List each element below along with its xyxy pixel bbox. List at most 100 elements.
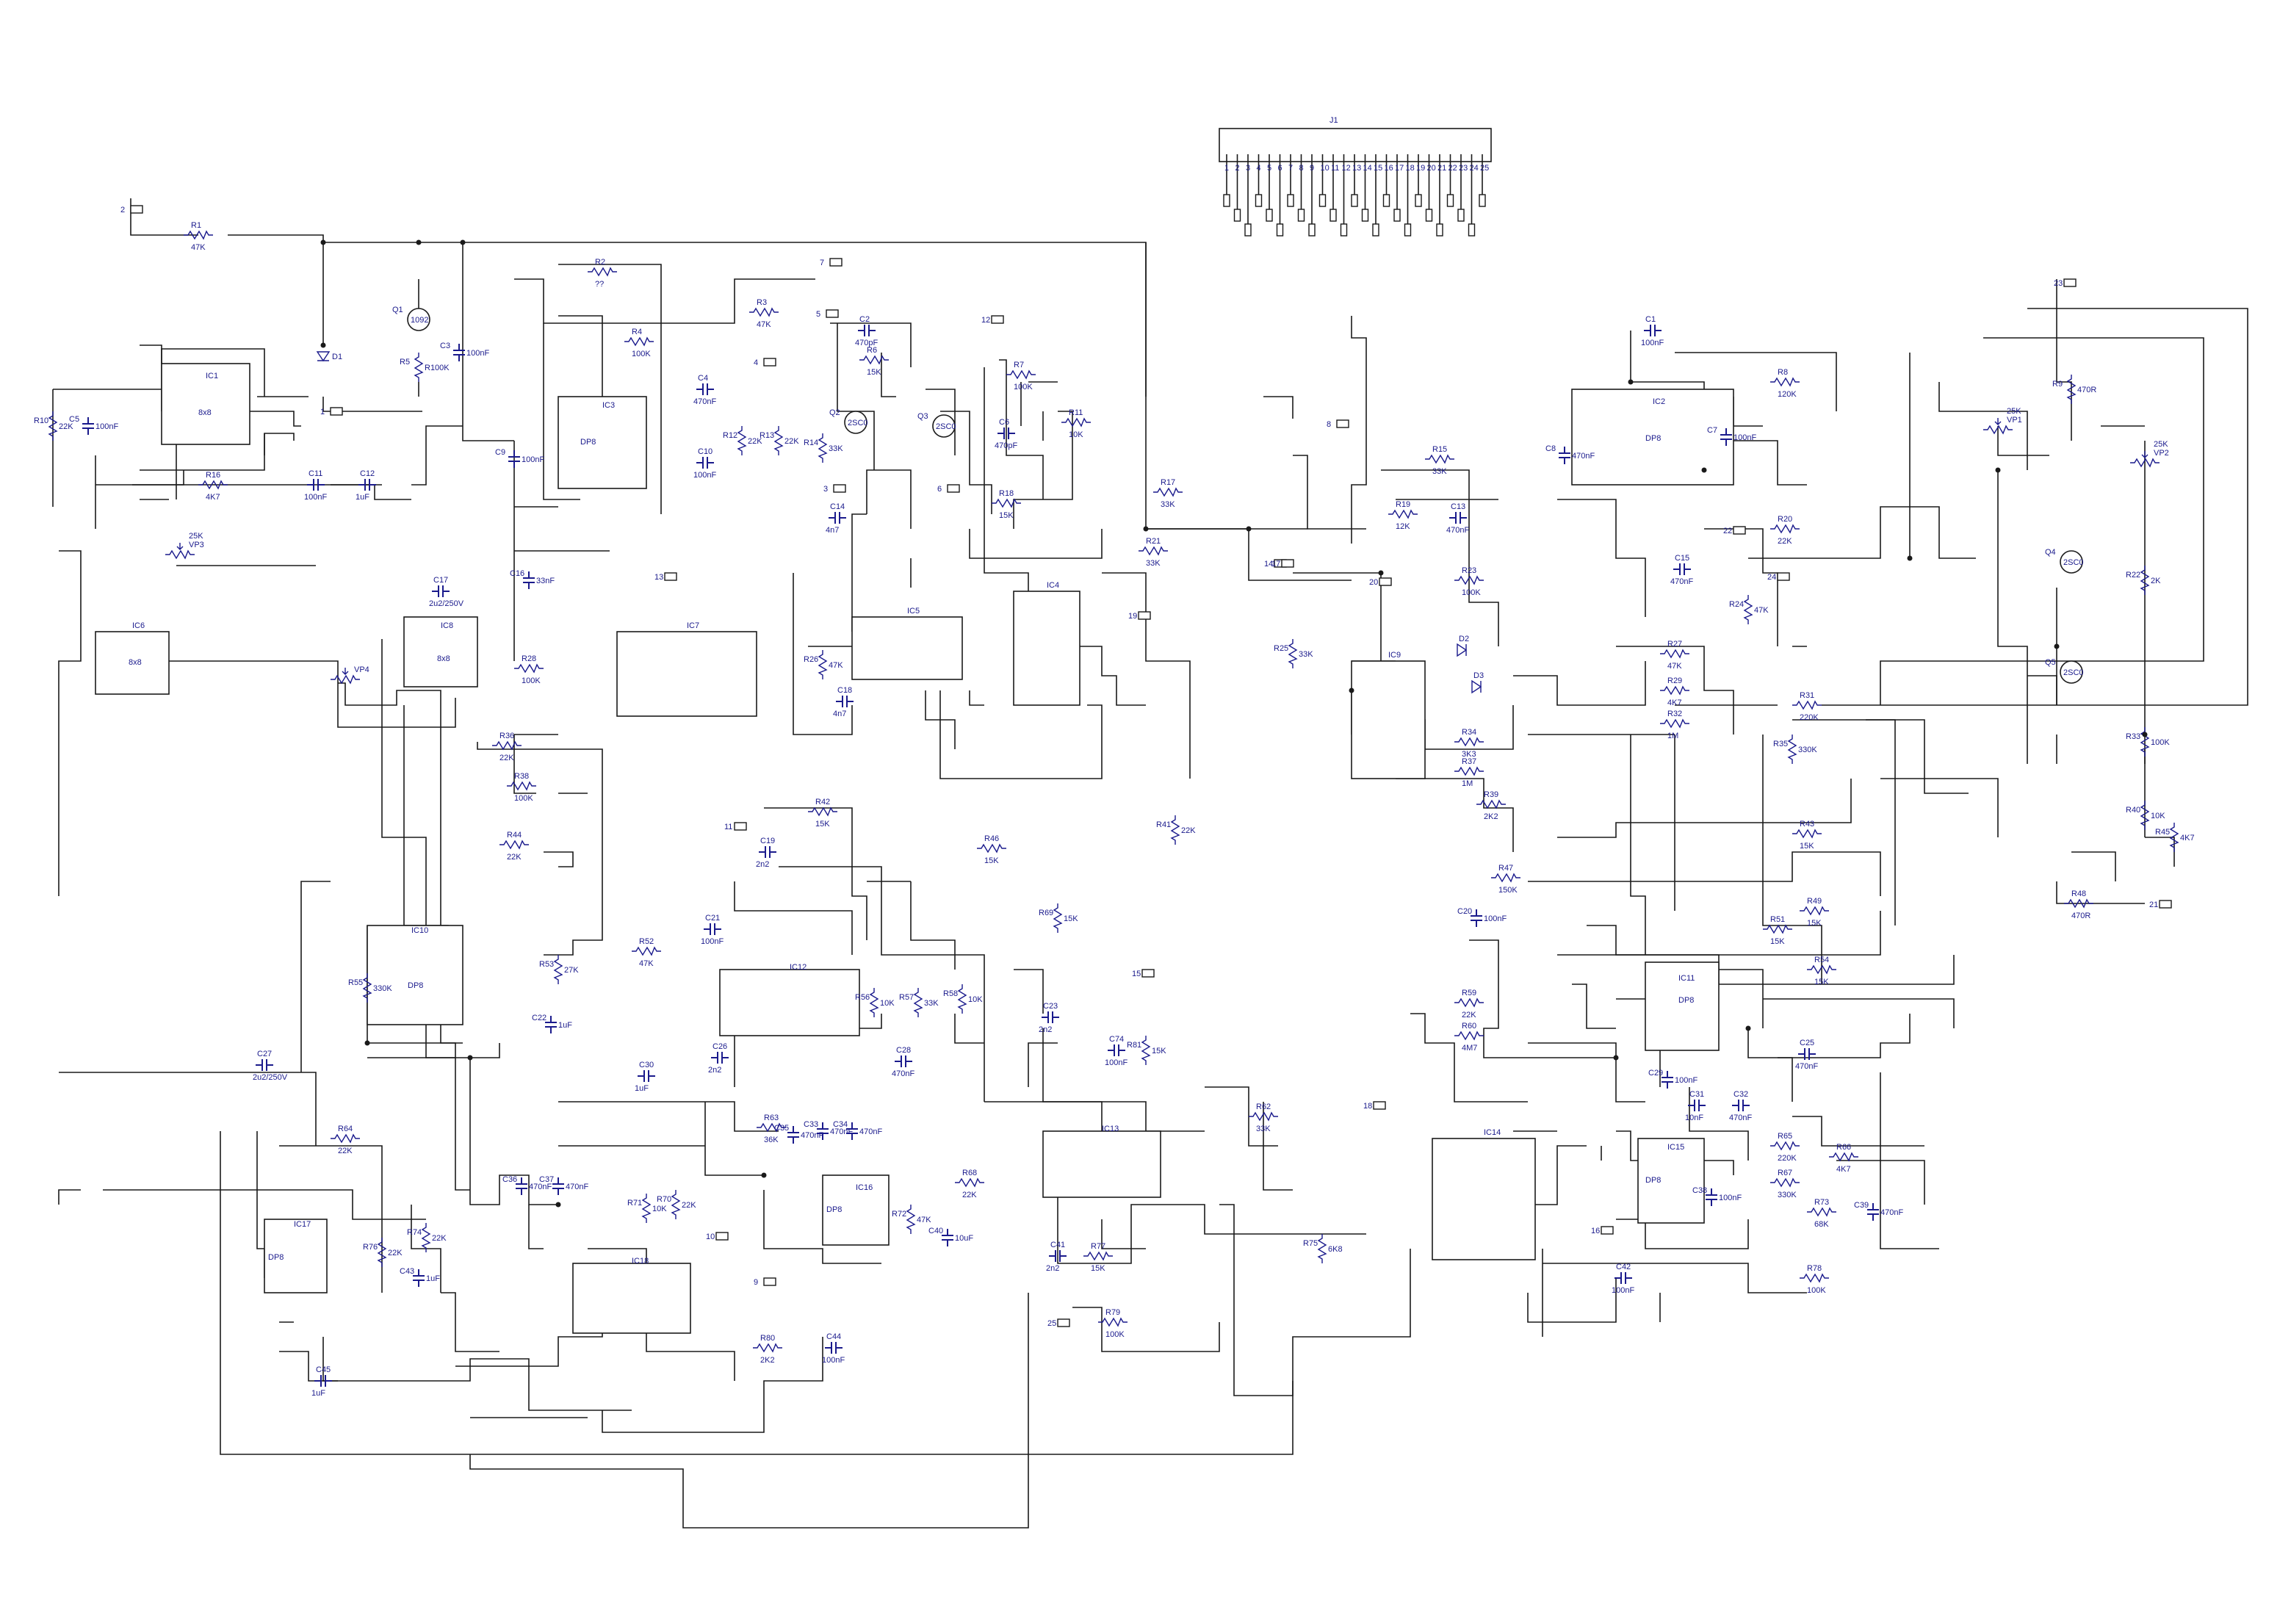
capacitor-symbol <box>358 479 376 491</box>
resistor-value-label: 22K <box>507 853 522 862</box>
j1-pin-terminal <box>1255 194 1263 207</box>
ic14-body <box>1432 1138 1536 1260</box>
j1-pin-terminal <box>1457 209 1465 222</box>
port-label: 6 <box>937 485 942 494</box>
resistor-value-label: 47K <box>917 1216 931 1224</box>
resistor-id-label: R81 <box>1127 1041 1141 1050</box>
j1-pin-label: 5 <box>1267 164 1271 173</box>
capacitor-symbol <box>1471 909 1482 927</box>
ic2-body <box>1571 389 1734 486</box>
capacitor-symbol <box>1798 1048 1816 1060</box>
capacitor-symbol <box>1720 428 1732 446</box>
resistor-symbol <box>553 955 563 984</box>
resistor-symbol <box>1141 1036 1151 1065</box>
resistor-value-label: 10K <box>1069 430 1083 439</box>
capacitor-symbol <box>942 1229 953 1246</box>
capacitor-symbol <box>307 479 325 491</box>
junction-dot <box>555 1202 561 1208</box>
capacitor-symbol <box>82 417 94 435</box>
capacitor-id-label: C6 <box>999 418 1009 427</box>
capacitor-value-label: 470pF <box>855 339 878 347</box>
capacitor-id-label: C27 <box>257 1050 272 1058</box>
capacitor-id-label: C3 <box>440 342 450 350</box>
port-label: 20 <box>1369 578 1378 587</box>
resistor-id-label: R64 <box>338 1125 353 1133</box>
transistor-value-label: 2SC0 <box>2063 558 2084 567</box>
capacitor-id-label: C42 <box>1616 1263 1631 1271</box>
j1-pin-label: 10 <box>1321 164 1329 173</box>
resistor-symbol <box>1476 799 1506 809</box>
port-label: 5 <box>816 310 820 319</box>
capacitor-symbol <box>523 571 535 589</box>
capacitor-symbol <box>256 1059 273 1071</box>
capacitor-value-label: 2u2/250V <box>429 599 464 608</box>
resistor-id-label: R58 <box>943 989 958 998</box>
port-label: 16 <box>1591 1227 1600 1235</box>
resistor-symbol <box>2066 375 2077 404</box>
resistor-symbol <box>955 1177 984 1188</box>
port-terminal <box>1373 1101 1386 1110</box>
resistor-id-label: R35 <box>1773 740 1788 748</box>
resistor-id-label: R13 <box>760 431 774 440</box>
j1-pin-terminal <box>1351 194 1358 207</box>
capacitor-symbol <box>552 1177 564 1195</box>
ic-id-label: IC17 <box>294 1220 311 1229</box>
port-terminal <box>1336 419 1349 428</box>
capacitor-value-label: 2n2 <box>756 860 769 869</box>
resistor-value-label: 4M7 <box>1462 1044 1477 1053</box>
resistor-value-label: 10K <box>2151 812 2165 820</box>
port-terminal <box>2159 900 2172 909</box>
resistor-value-label: 22K <box>338 1147 353 1155</box>
resistor-id-label: R4 <box>632 328 642 336</box>
resistor-id-label: R60 <box>1462 1022 1476 1031</box>
port-label: 23 <box>2054 279 2063 288</box>
capacitor-id-label: C44 <box>826 1332 841 1341</box>
port-terminal <box>734 822 747 831</box>
capacitor-id-label: C31 <box>1689 1090 1704 1099</box>
capacitor-id-label: C30 <box>639 1061 654 1069</box>
j1-pin-label: 16 <box>1385 164 1393 173</box>
j1-pin-terminal <box>1479 194 1486 207</box>
resistor-id-label: R21 <box>1146 537 1161 546</box>
resistor-value-label: 100K <box>1014 383 1033 391</box>
port-label: 19 <box>1128 612 1137 621</box>
resistor-symbol <box>1153 487 1183 497</box>
ic5-body <box>851 616 963 680</box>
potentiometer-id-label: VP4 <box>354 665 369 674</box>
resistor-symbol <box>632 946 661 956</box>
resistor-symbol <box>818 433 828 463</box>
resistor-id-label: R56 <box>855 993 870 1002</box>
resistor-id-label: R74 <box>407 1228 422 1237</box>
resistor-symbol <box>1660 685 1689 696</box>
ic-id-label: IC6 <box>132 621 145 630</box>
resistor-id-label: R15 <box>1432 445 1447 454</box>
capacitor-id-label: C12 <box>360 469 375 478</box>
resistor-value-label: 4K7 <box>1836 1165 1851 1174</box>
resistor-id-label: R54 <box>1814 956 1829 964</box>
ic-id-label: IC13 <box>1102 1125 1119 1133</box>
port-terminal <box>763 1277 776 1286</box>
capacitor-value-label: 10uF <box>955 1234 973 1243</box>
j1-pin-label: 9 <box>1310 164 1314 173</box>
resistor-value-label: 10K <box>968 995 983 1004</box>
ic-type-label: DP8 <box>408 981 423 990</box>
resistor-symbol <box>2169 823 2179 852</box>
resistor-value-label: 220K <box>1800 713 1819 722</box>
j1-pin-terminal <box>1361 209 1369 222</box>
resistor-value-label: 100K <box>1807 1286 1826 1295</box>
resistor-symbol <box>1083 1251 1113 1261</box>
resistor-id-label: R72 <box>892 1210 906 1219</box>
resistor-id-label: R25 <box>1274 644 1288 653</box>
capacitor-value-label: 100nF <box>1484 914 1507 923</box>
potentiometer-id-label: VP3 <box>189 541 204 549</box>
transistor-id-label: Q5 <box>2045 658 2056 667</box>
resistor-id-label: R32 <box>1667 710 1682 718</box>
port-terminal <box>829 258 843 267</box>
port-label: 15 <box>1132 970 1141 978</box>
ic-id-label: IC1 <box>206 372 218 380</box>
capacitor-value-label: 1uF <box>635 1084 649 1093</box>
resistor-id-label: R51 <box>1770 915 1785 924</box>
junction-dot <box>1701 467 1707 473</box>
transistor-symbol <box>407 308 430 331</box>
